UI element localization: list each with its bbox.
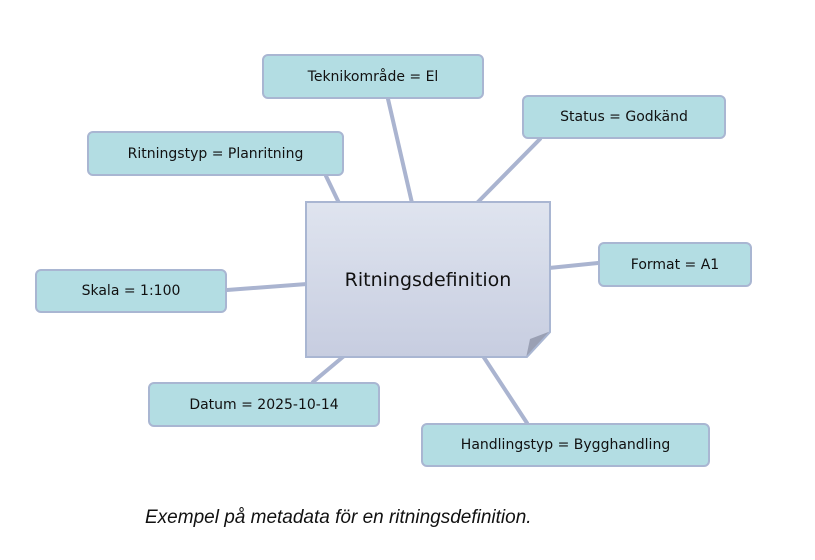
- node-teknikomrade: Teknikområde = El: [262, 54, 484, 99]
- node-label: Ritningstyp = Planritning: [127, 145, 304, 162]
- node-label: Skala = 1:100: [81, 283, 181, 299]
- node-status: Status = Godkänd: [522, 95, 726, 139]
- page-curl-icon: [526, 331, 551, 358]
- connector-skala: [225, 282, 309, 292]
- node-label: Teknikområde = El: [307, 68, 439, 85]
- node-label: Datum = 2025-10-14: [189, 396, 339, 413]
- connector-handlingstyp: [481, 354, 529, 425]
- connector-ritningstyp: [324, 174, 341, 205]
- node-label: Status = Godkänd: [560, 109, 688, 125]
- central-node: Ritningsdefinition: [305, 201, 551, 358]
- central-node-label: Ritningsdefinition: [344, 268, 512, 291]
- connector-teknikomrade: [386, 97, 414, 205]
- node-ritningstyp: Ritningstyp = Planritning: [87, 131, 344, 176]
- node-label: Handlingstyp = Bygghandling: [460, 437, 671, 453]
- figure-caption: Exempel på metadata för en ritningsdefin…: [145, 507, 532, 528]
- connector-datum: [311, 354, 346, 384]
- node-handlingstyp: Handlingstyp = Bygghandling: [421, 423, 710, 467]
- connector-format: [547, 261, 600, 270]
- node-skala: Skala = 1:100: [35, 269, 227, 313]
- node-label: Format = A1: [630, 256, 720, 273]
- node-datum: Datum = 2025-10-14: [148, 382, 380, 427]
- node-format: Format = A1: [598, 242, 752, 287]
- connector-status: [475, 137, 542, 205]
